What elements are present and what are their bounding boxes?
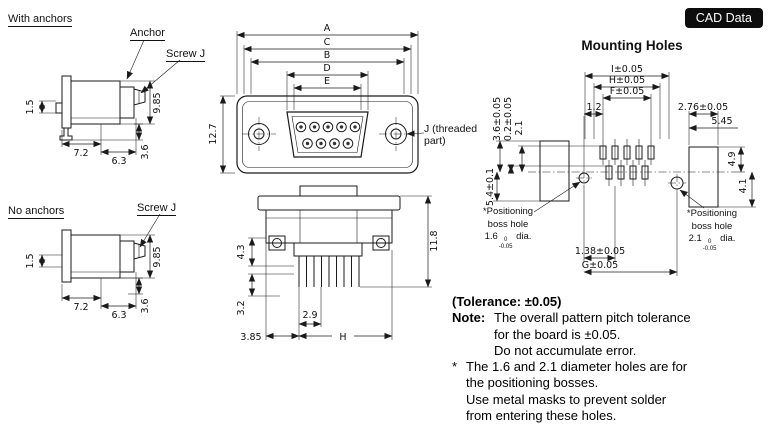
dim-label-7-2: 7.2 (73, 302, 88, 313)
dim-label-9-85: 9.85 (152, 246, 163, 267)
dim-label-12-7: 12.7 (208, 123, 219, 144)
dim-label-3-85: 3.85 (240, 332, 261, 343)
front-view (236, 95, 425, 174)
j-threaded-part-label: J (threaded part) (424, 123, 478, 147)
connector-flange (61, 75, 72, 129)
dim-label-d: D (323, 63, 330, 74)
shield-pad-left (539, 140, 570, 202)
dim-label-i: I±0.05 (611, 64, 643, 75)
dim-label-3-6: 3.6±0.05 (492, 97, 503, 141)
no-anchors-label: No anchors (8, 205, 65, 219)
dim-label-5-45: 5.45 (711, 116, 732, 127)
dim-label-9-85: 9.85 (152, 92, 163, 113)
rear-flange (257, 195, 401, 211)
dim-label-1-5: 1.5 (25, 99, 36, 114)
shield-pad-right (688, 146, 719, 208)
connector-body (70, 80, 121, 125)
solder-pads-top-row (599, 139, 655, 165)
with-anchors-dimensions: 1.5 9.85 7.2 6.3 3.6 (25, 80, 163, 167)
dim-label-2-9: 2.9 (302, 310, 317, 321)
pin-header (293, 242, 363, 257)
tolerance-stack: 0-0.05 (498, 237, 513, 250)
dim-label-3-6: 3.6 (140, 144, 151, 159)
mounting-holes-view (528, 139, 732, 213)
dim-label-2-1: 2.1 (514, 120, 525, 135)
dim-label-g: G±0.05 (582, 260, 618, 271)
screw-j (133, 242, 146, 260)
anchor-lug (55, 102, 63, 114)
solder-pins (298, 256, 360, 287)
anchor-leader-line (126, 39, 145, 80)
d-shell (286, 111, 369, 158)
dim-label-4-3: 4.3 (236, 244, 247, 259)
dim-label-4-1: 4.1 (738, 178, 749, 193)
with-anchors-label: With anchors (8, 13, 73, 27)
tolerance-notes: (Tolerance: ±0.05) Note: The overall pat… (452, 294, 768, 424)
dim-label-1-38: 1.38±0.05 (575, 246, 625, 257)
screw-j-leader-line (139, 213, 161, 248)
tolerance-heading: (Tolerance: ±0.05) (452, 294, 562, 309)
note-label: Note: (452, 310, 486, 326)
connector-body (70, 234, 121, 279)
mounting-holes-title: Mounting Holes (581, 38, 683, 53)
dim-label-f: F±0.05 (610, 86, 645, 97)
dim-label-h: H (339, 332, 346, 343)
j-threaded-leader-line (406, 130, 425, 137)
boss-right-leader-line (679, 189, 705, 209)
front-flange (236, 95, 419, 174)
footnote-star: * (452, 359, 458, 375)
dim-label-4-9: 4.9 (727, 151, 738, 166)
dim-label-h: H±0.05 (609, 75, 645, 86)
boss-left-leader-line (533, 181, 581, 213)
screw-block-left (268, 235, 286, 251)
no-anchors-dimensions: 1.5 9.85 7.2 6.3 3.6 (25, 234, 163, 321)
screw-j-leader-line (140, 59, 181, 94)
rear-bump (299, 185, 358, 197)
dim-label-1-5: 1.5 (25, 253, 36, 268)
dim-label-a: A (324, 23, 331, 34)
tolerance-stack: 0-0.05 (702, 239, 717, 252)
dim-label-11-8: 11.8 (429, 230, 440, 251)
bottom-view (257, 185, 401, 287)
connector-back (119, 240, 135, 273)
dim-label-e: E (324, 76, 330, 87)
with-anchors-view (55, 39, 181, 141)
screw-j-label-top: Screw J (166, 48, 206, 62)
dim-label-6-3: 6.3 (111, 310, 126, 321)
solder-pads-bottom-row (605, 160, 649, 186)
mounting-holes-dimensions: I±0.05 H±0.05 F±0.05 1.2 2.76±0.05 5.45 … (485, 64, 756, 276)
dim-label-2-76: 2.76±0.05 (678, 102, 728, 113)
dim-label-3-2: 3.2 (236, 300, 247, 315)
dim-label-b: B (324, 50, 331, 61)
dim-label-1-2: 1.2 (586, 102, 601, 113)
connector-back (119, 86, 135, 119)
connector-flange (61, 229, 72, 283)
screw-j-label-bottom: Screw J (137, 202, 177, 216)
cad-data-badge: CAD Data (684, 8, 763, 28)
front-view-dimensions: A C B D E 12.7 (208, 23, 419, 174)
bottom-view-dimensions: 11.8 4.3 3.2 2.9 3.85 H (236, 195, 440, 343)
no-anchors-view (61, 213, 161, 283)
dim-label-0-2: 0.2±0.05 (503, 97, 514, 141)
screw-block-right (372, 235, 390, 251)
dim-label-3-6: 3.6 (140, 298, 151, 313)
dim-label-7-2: 7.2 (73, 148, 88, 159)
dim-label-6-3: 6.3 (111, 156, 126, 167)
dim-label-c: C (324, 37, 331, 48)
dim-label-5-4: 5.4±0.1 (485, 168, 496, 206)
pin-sockets (295, 121, 361, 149)
anchor-label: Anchor (130, 27, 165, 41)
